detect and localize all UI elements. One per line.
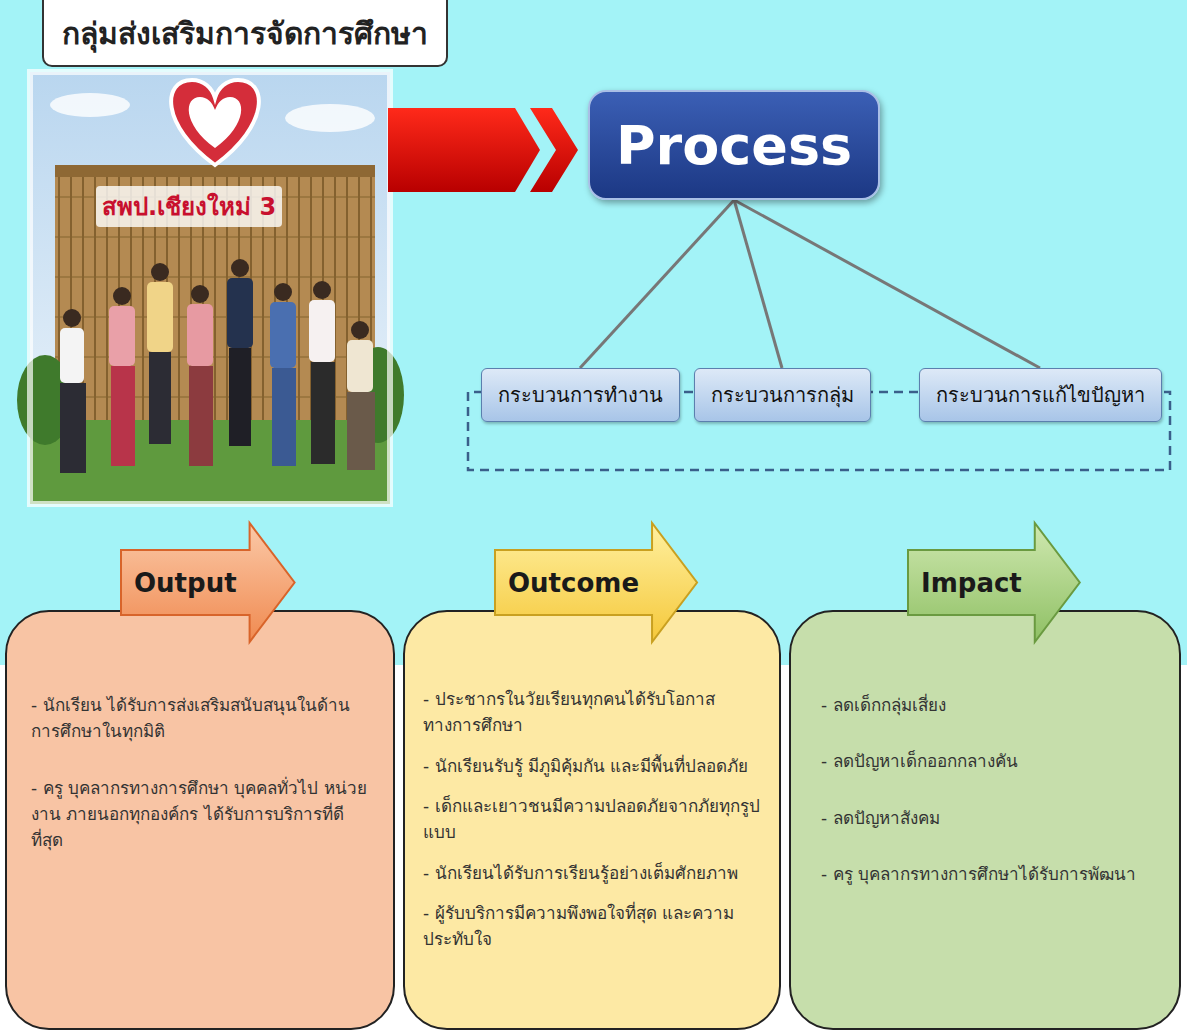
person-legs [60,383,86,473]
outcome-arrow: Outcome [492,520,700,645]
bullet-text: - ลดเด็กกลุ่มเสี่ยง [821,692,1159,718]
photo-edge [30,72,390,504]
node-text: กระบวนการแก้ไขปัญหา [936,379,1145,411]
person-body [270,302,296,368]
bullet-text: - ผู้รับบริการมีความพึงพอใจที่สุด และควา… [423,900,763,953]
connector-line [734,200,782,368]
person-head [313,281,331,299]
cloud [285,104,375,132]
red-arrow [388,108,578,192]
person-body [227,278,253,348]
bullet-text: - ประชากรในวัยเรียนทุกคนได้รับโอกาสทางกา… [423,686,763,739]
person-head [113,287,131,305]
impact-panel: - ลดเด็กกลุ่มเสี่ยง - ลดปัญหาเด็กออกกลางค… [789,610,1181,1030]
person-skirt [311,362,335,464]
step-box: กระบวนการแก้ไขปัญหา [919,368,1162,422]
node-text: Output [134,568,237,598]
person-body [109,306,135,366]
node-text: กระบวนการทำงาน [498,379,663,411]
person-skirt [189,366,213,466]
person-skirt [111,366,135,466]
output-arrow: Output [118,520,298,645]
person-body [147,282,173,352]
node-text: กระบวนการกลุ่ม [711,379,854,411]
arrow-chevron [530,108,578,192]
person-head [151,263,169,281]
step-box: กระบวนการทำงาน [481,368,680,422]
arrow-block [388,108,540,192]
bullet-text: - ลดปัญหาเด็กออกกลางคัน [821,748,1159,774]
bullet-text: - ครู บุคลากรทางการศึกษาได้รับการพัฒนา [821,861,1159,887]
title-box: กลุ่มส่งเสริมการจัดการศึกษา [42,0,448,67]
bullet-text: - เด็กและเยาวชนมีความปลอดภัยจากภัยทุกรูป… [423,793,763,846]
impact-arrow: Impact [905,520,1083,645]
person-body [60,328,84,383]
bullet-text: - ลดปัญหาสังคม [821,805,1159,831]
person-head [274,283,292,301]
bullet-text: - นักเรียน ได้รับการส่งเสริมสนับสนุนในด้… [31,692,373,745]
connector-line [580,200,734,368]
person-head [63,309,81,327]
person-body [187,304,213,366]
outcome-panel: - ประชากรในวัยเรียนทุกคนได้รับโอกาสทางกา… [403,610,781,1030]
bullet-text: - นักเรียนได้รับการเรียนรู้อย่างเต็มศักย… [423,860,763,886]
photo-sky [30,72,390,504]
person-legs [149,352,171,444]
bullet-text: - นักเรียนรับรู้ มีภูมิคุ้มกัน และมีพื้น… [423,753,763,779]
person-head [191,285,209,303]
cloud [50,93,130,117]
team-photo [17,72,404,504]
person-head [351,321,369,339]
person-body [309,300,335,362]
heart-inner [189,97,241,148]
output-panel: - นักเรียน ได้รับการส่งเสริมสนับสนุนในด้… [5,610,395,1030]
node-text: Outcome [508,568,639,598]
title-text: กลุ่มส่งเสริมการจัดการศึกษา [62,16,428,51]
person-skirt [272,368,296,466]
upper-ground [0,0,1187,665]
heart-sign [171,80,259,165]
person-body [347,340,373,392]
process-box: Process [588,90,880,200]
node-text: Impact [921,568,1022,598]
person-skirt [347,392,375,470]
connector-line [734,200,1040,368]
bullet-text: - ครู บุคลากรทางการศึกษา บุคคลทั่วไป หน่… [31,775,373,854]
step-box: กระบวนการกลุ่ม [694,368,871,422]
node-text: Process [616,114,852,177]
person-legs [229,348,251,446]
sign-text: สพป.เชียงใหม่ 3 [96,186,282,227]
person-head [231,259,249,277]
